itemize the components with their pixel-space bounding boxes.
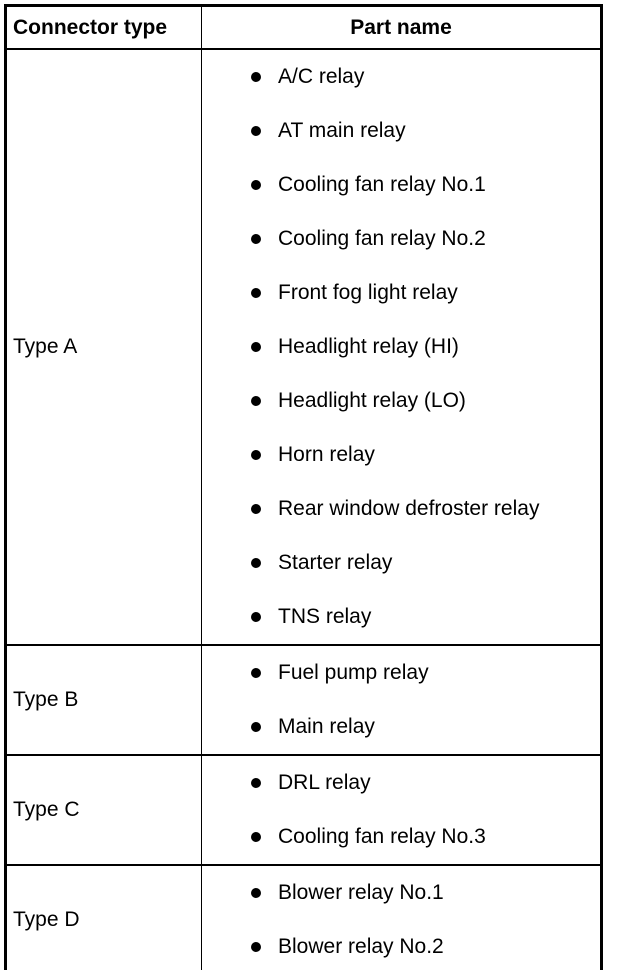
bullet-icon [251, 722, 261, 732]
list-item: Starter relay [202, 550, 600, 576]
part-name-label: Blower relay No.1 [278, 881, 444, 904]
part-name-label: TNS relay [278, 605, 372, 628]
column-header-part-name: Part name [201, 5, 602, 50]
connector-type-cell: Type C [5, 754, 202, 866]
part-name-label: Cooling fan relay No.3 [278, 825, 486, 848]
list-item: Headlight relay (HI) [202, 334, 600, 360]
list-item: Main relay [202, 714, 600, 740]
part-name-label: Starter relay [278, 551, 393, 574]
list-item: Front fog light relay [202, 280, 600, 306]
part-name-label: Cooling fan relay No.2 [278, 227, 486, 250]
part-name-label: Headlight relay (HI) [278, 335, 459, 358]
bullet-icon [251, 72, 261, 82]
bullet-icon [251, 832, 261, 842]
list-item: Cooling fan relay No.1 [202, 172, 600, 198]
bullet-icon [251, 942, 261, 952]
table-header: Connector type Part name [5, 5, 602, 50]
part-name-label: DRL relay [278, 771, 371, 794]
bullet-icon [251, 126, 261, 136]
part-name-label: Blower relay No.2 [278, 935, 444, 958]
list-item: A/C relay [202, 64, 600, 90]
list-item: Rear window defroster relay [202, 496, 600, 522]
bullet-icon [251, 778, 261, 788]
list-item: Blower relay No.2 [202, 934, 600, 960]
part-name-label: Rear window defroster relay [278, 497, 540, 520]
list-item: Cooling fan relay No.2 [202, 226, 600, 252]
connector-type-cell: Type A [5, 48, 202, 646]
list-item: Blower relay No.1 [202, 880, 600, 906]
part-name-label: Fuel pump relay [278, 661, 429, 684]
bullet-icon [251, 288, 261, 298]
connector-type-cell: Type B [5, 644, 202, 756]
column-header-connector-type: Connector type [5, 5, 202, 50]
part-name-label: Cooling fan relay No.1 [278, 173, 486, 196]
bullet-icon [251, 234, 261, 244]
list-item: Cooling fan relay No.3 [202, 824, 600, 850]
bullet-icon [251, 180, 261, 190]
list-item: TNS relay [202, 604, 600, 630]
part-name-label: Headlight relay (LO) [278, 389, 466, 412]
bullet-icon [251, 668, 261, 678]
part-name-label: A/C relay [278, 65, 365, 88]
list-item: Headlight relay (LO) [202, 388, 600, 414]
bullet-icon [251, 888, 261, 898]
list-item: Horn relay [202, 442, 600, 468]
part-name-label: AT main relay [278, 119, 406, 142]
bullet-icon [251, 450, 261, 460]
bullet-icon [251, 342, 261, 352]
connector-type-cell: Type D [5, 864, 202, 970]
list-item: AT main relay [202, 118, 600, 144]
bullet-icon [251, 396, 261, 406]
list-item: DRL relay [202, 770, 600, 796]
part-name-label: Main relay [278, 715, 375, 738]
part-name-label: Horn relay [278, 443, 375, 466]
part-name-label: Front fog light relay [278, 281, 458, 304]
bullet-icon [251, 504, 261, 514]
header-row: Connector type Part name [5, 5, 602, 50]
list-item: Fuel pump relay [202, 660, 600, 686]
bullet-icon [251, 612, 261, 622]
bullet-icon [251, 558, 261, 568]
